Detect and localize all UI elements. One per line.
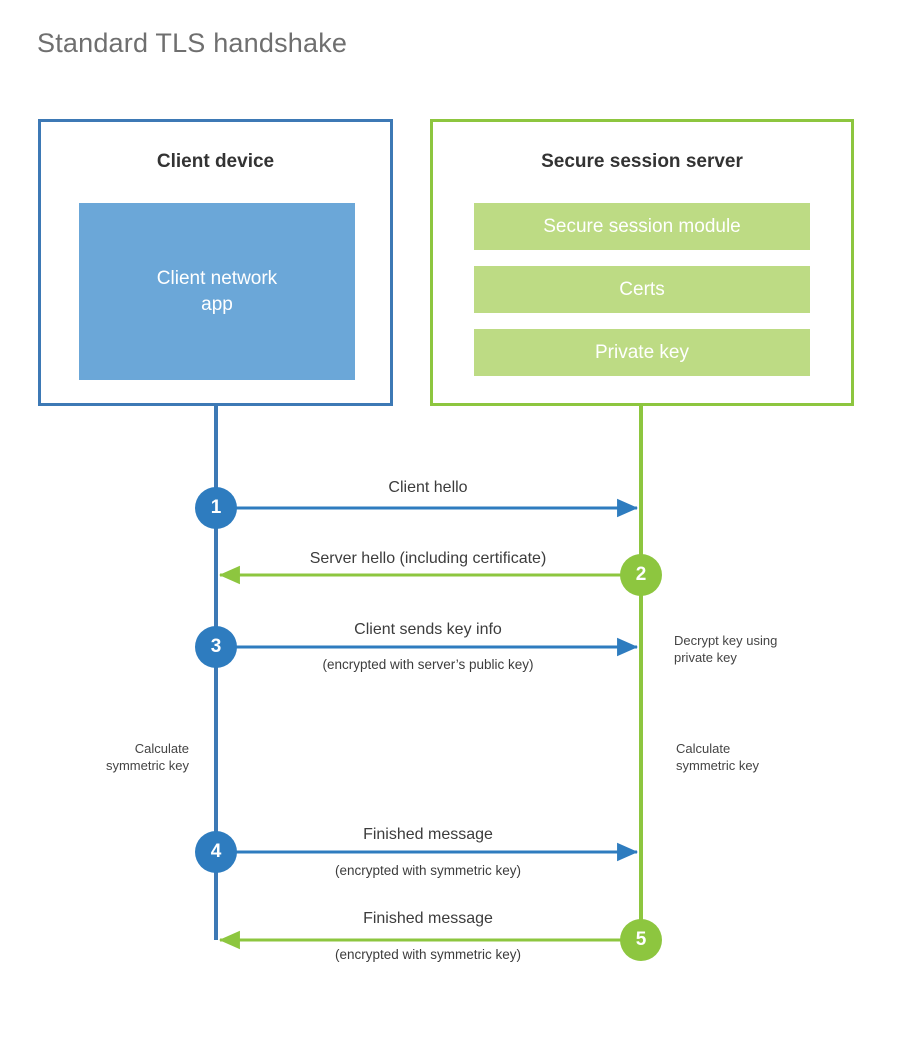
step-3-sublabel: (encrypted with server’s public key)	[322, 657, 534, 672]
client-network-app-block: Client network app	[79, 203, 355, 380]
step-5-sublabel: (encrypted with symmetric key)	[334, 947, 522, 962]
client-device-box: Client device Client network app	[38, 119, 393, 406]
step-4-label: Finished message	[363, 826, 493, 843]
secure-session-server-box: Secure session server Secure session mod…	[430, 119, 854, 406]
step-badge-5: 5	[620, 919, 662, 961]
step-4-sublabel: (encrypted with symmetric key)	[334, 863, 522, 878]
client-device-title: Client device	[156, 151, 275, 172]
note-server-calculate-symmetric-key: Calculate symmetric key	[676, 741, 760, 774]
secure-session-server-title: Secure session server	[541, 151, 743, 172]
step-2-label: Server hello (including certificate)	[309, 550, 547, 567]
step-5-label: Finished message	[363, 910, 493, 927]
server-module-list: Secure session module Certs Private key	[474, 203, 810, 376]
step-badge-4: 4	[195, 831, 237, 873]
page-title: Standard TLS handshake	[37, 28, 348, 58]
server-module-certs: Certs	[474, 266, 810, 313]
step-badge-3: 3	[195, 626, 237, 668]
step-badge-1: 1	[195, 487, 237, 529]
step-3-label: Client sends key info	[354, 621, 502, 638]
step-1-label: Client hello	[388, 479, 468, 496]
server-module-secure-session-module: Secure session module	[474, 203, 810, 250]
step-badge-2: 2	[620, 554, 662, 596]
note-server-decrypt-key: Decrypt key using private key	[674, 633, 778, 666]
server-module-private-key: Private key	[474, 329, 810, 376]
note-client-calculate-symmetric-key: Calculate symmetric key	[105, 741, 189, 774]
